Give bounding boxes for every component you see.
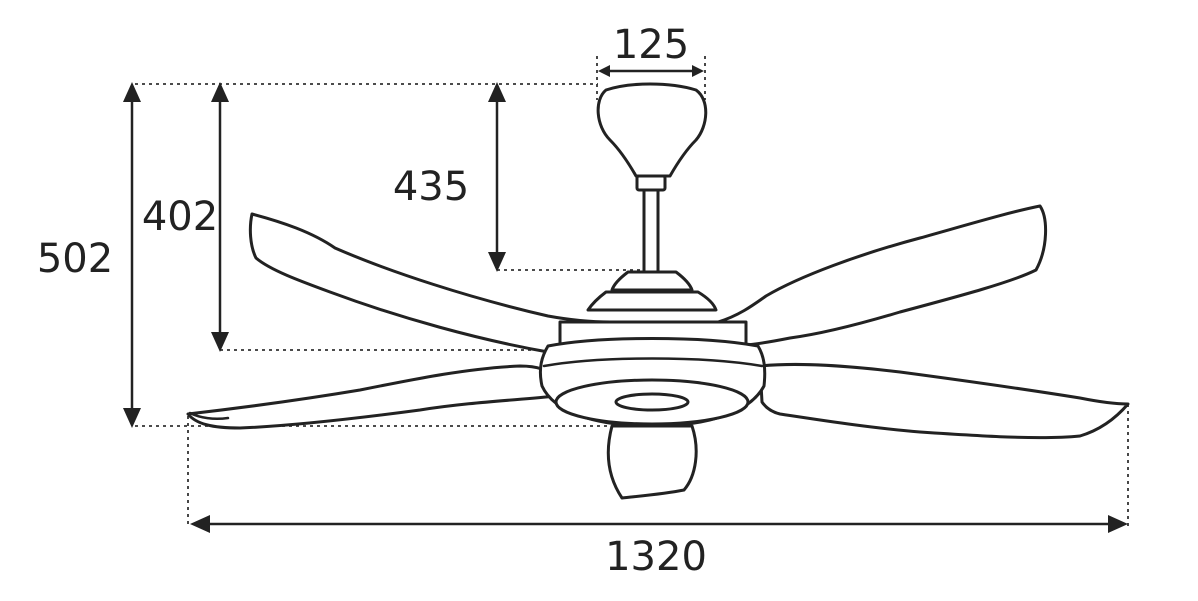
label-ceiling-to-blade: 402: [142, 194, 218, 240]
fan-blade-upper-right: [716, 204, 1048, 348]
motor-rim-line: [542, 357, 764, 368]
dimension-blade-span: [190, 515, 1128, 533]
motor-top-cap: [610, 270, 694, 292]
fan-blade-upper-left: [248, 212, 614, 357]
canopy: [596, 82, 708, 178]
dimension-canopy-width: [598, 65, 704, 77]
downrod: [642, 188, 660, 274]
dimension-overall-height: [123, 82, 141, 428]
dimension-canopy-to-blade: [488, 82, 506, 272]
label-canopy-to-blade: 435: [393, 164, 469, 210]
motor-upper-body: [586, 290, 718, 312]
label-blade-span: 1320: [605, 534, 707, 580]
fan-blade-lower-right: [758, 362, 1130, 440]
fan-blade-lower-left: [186, 364, 558, 430]
label-overall-height: 502: [37, 236, 113, 282]
light-ring-inner: [614, 392, 690, 412]
canopy-collar: [635, 174, 667, 192]
fan-blade-lower-left-edge: [188, 411, 230, 421]
dimension-ceiling-to-blade: [211, 82, 229, 352]
light-kit-bottom: [606, 424, 698, 500]
label-canopy-width: 125: [613, 22, 689, 68]
